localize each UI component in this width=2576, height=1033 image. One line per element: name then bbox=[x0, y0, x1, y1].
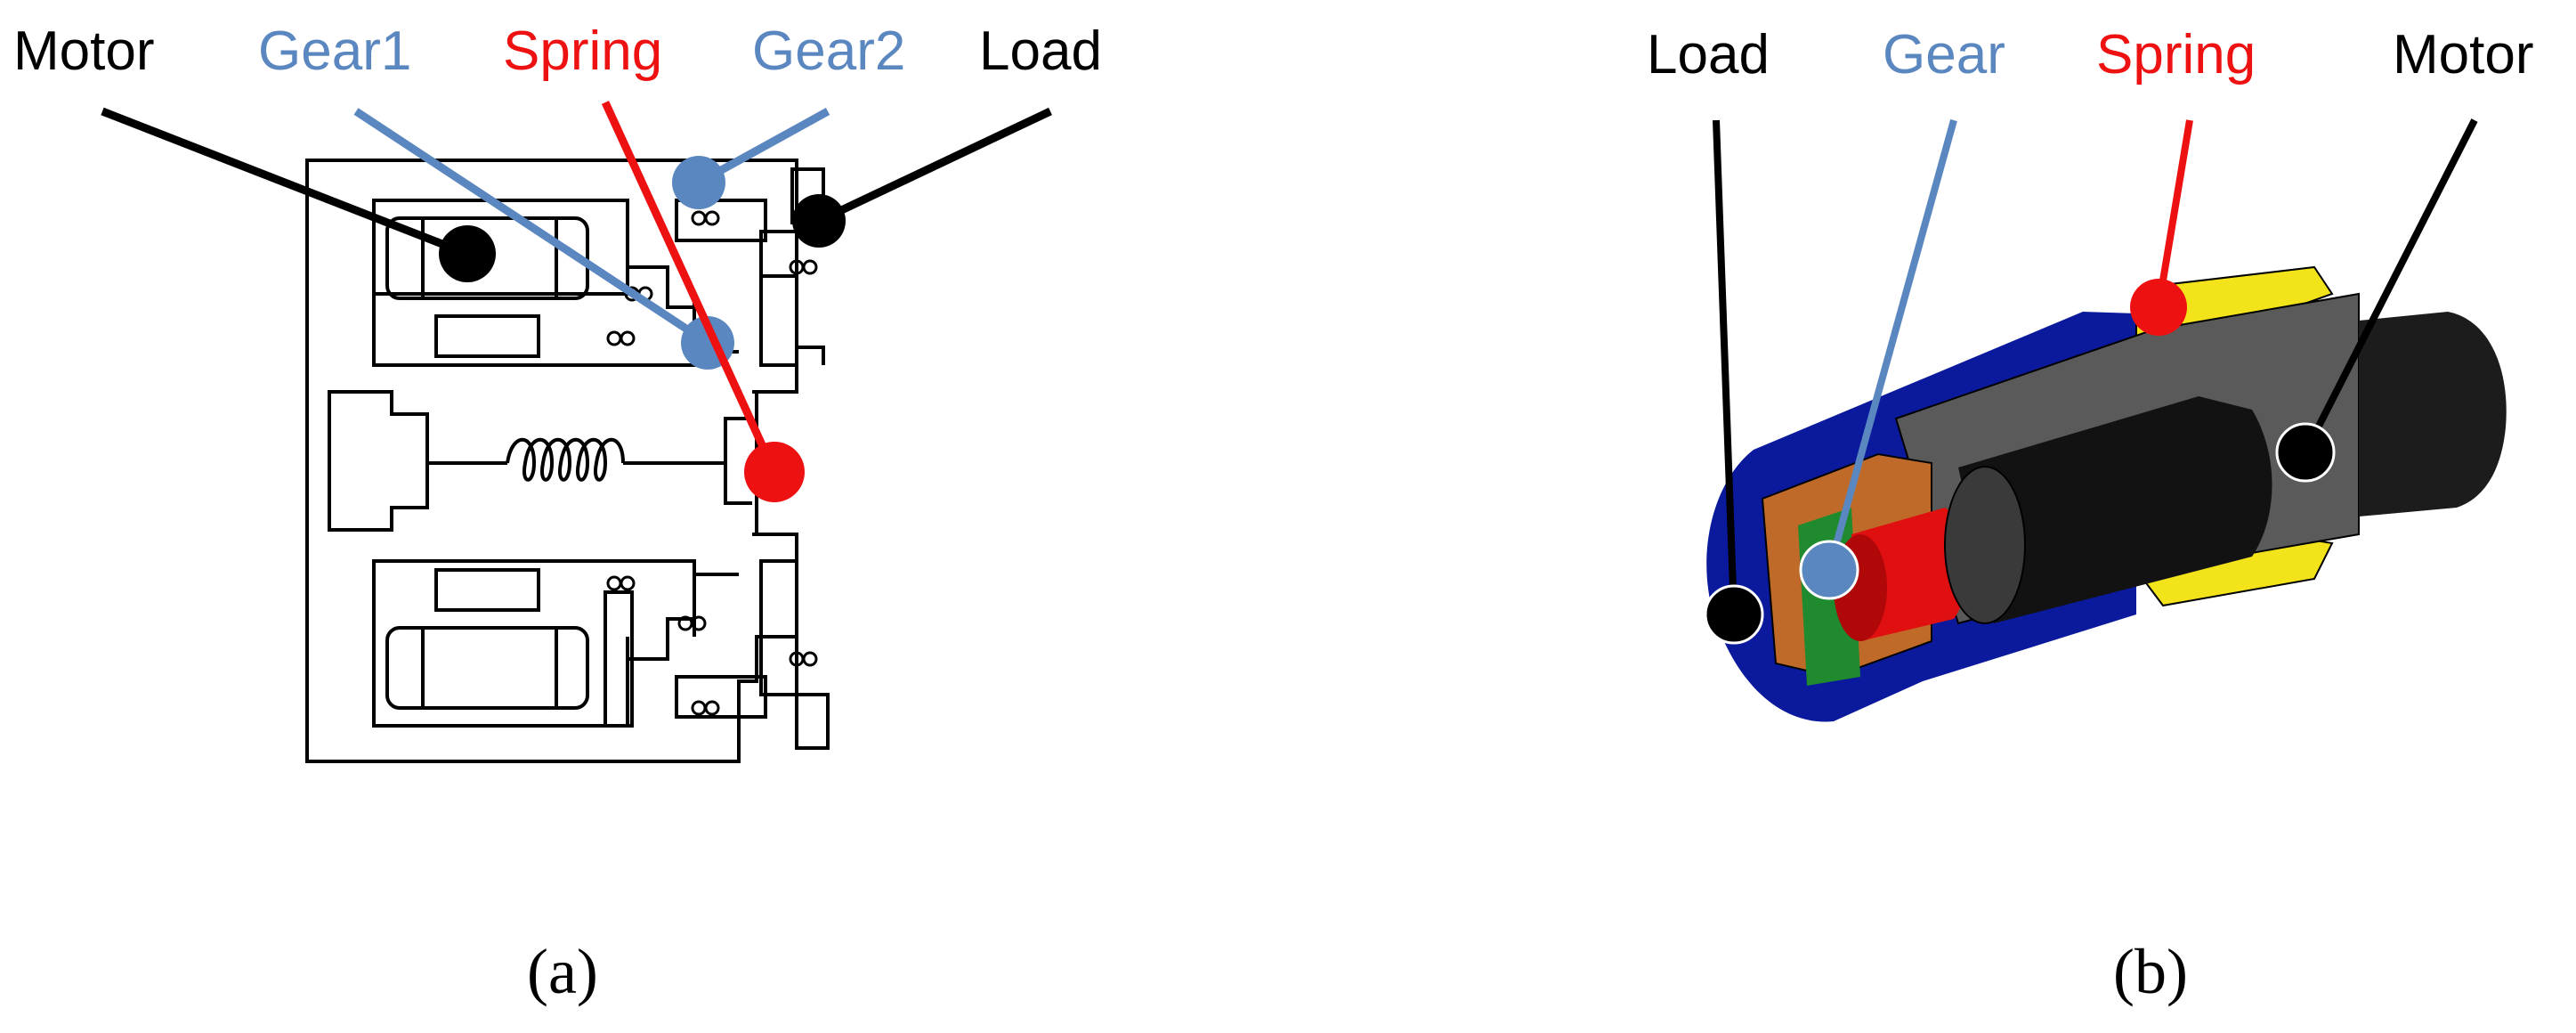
spring-coil bbox=[506, 437, 625, 482]
lower-load-frame bbox=[675, 675, 767, 719]
motor-marker-dot-b bbox=[2275, 422, 2336, 483]
load-marker-dot-b bbox=[1704, 584, 1764, 645]
label-motor-b: Motor bbox=[2393, 24, 2533, 85]
upper-motor-core bbox=[421, 216, 558, 300]
panel-a-leaders bbox=[101, 101, 1052, 502]
lower-gear-plate bbox=[434, 568, 540, 612]
caption-b: (b) bbox=[2113, 936, 2188, 1007]
motor-rear-cap bbox=[2359, 312, 2507, 516]
label-gear-b: Gear bbox=[1883, 24, 2005, 85]
upper-load-plate bbox=[759, 230, 798, 367]
motor-face bbox=[1944, 466, 2026, 624]
lower-frame bbox=[372, 637, 629, 728]
label-load-b: Load bbox=[1647, 24, 1770, 85]
gear-leader-line bbox=[1826, 118, 1957, 572]
label-gear1: Gear1 bbox=[258, 20, 411, 82]
lower-inner-frame bbox=[372, 559, 696, 637]
spring-leader-line bbox=[601, 101, 779, 474]
spring-left-block bbox=[328, 390, 429, 532]
panel-b-cutaway bbox=[1706, 265, 2507, 722]
load-leader-line-a bbox=[817, 107, 1052, 225]
label-motor-a: Motor bbox=[13, 20, 154, 82]
gear2-marker-dot bbox=[672, 156, 725, 209]
label-spring-b: Spring bbox=[2096, 24, 2256, 85]
caption-a: (a) bbox=[527, 936, 598, 1007]
lower-motor-core bbox=[421, 626, 558, 710]
upper-load-step bbox=[761, 274, 825, 365]
motor-marker-dot bbox=[439, 225, 496, 282]
gear-marker-dot bbox=[1799, 540, 1859, 600]
upper-gear-plate bbox=[434, 314, 540, 358]
label-load-a: Load bbox=[979, 20, 1102, 82]
motor-leader-line-b bbox=[2302, 118, 2478, 454]
spring-marker-dot-b bbox=[2130, 279, 2187, 336]
label-spring-a: Spring bbox=[503, 20, 662, 82]
lower-bearings bbox=[606, 575, 818, 716]
lower-load-post bbox=[795, 693, 830, 750]
load-leader-line-b bbox=[1713, 119, 1738, 615]
motor-cylinder bbox=[1958, 396, 2272, 623]
spring-leader-line-b bbox=[2155, 119, 2193, 308]
load-marker-dot-a bbox=[792, 194, 846, 248]
label-gear2: Gear2 bbox=[752, 20, 905, 82]
panel-a-schematic bbox=[305, 159, 830, 763]
upper-frame bbox=[372, 199, 629, 296]
motor-leader-line bbox=[101, 107, 469, 258]
gear1-leader-line bbox=[353, 108, 710, 346]
upper-load-frame bbox=[675, 199, 767, 242]
panel-b-leaders bbox=[1704, 118, 2478, 645]
spring-marker-dot bbox=[744, 442, 805, 502]
lower-load-plate bbox=[759, 559, 798, 696]
